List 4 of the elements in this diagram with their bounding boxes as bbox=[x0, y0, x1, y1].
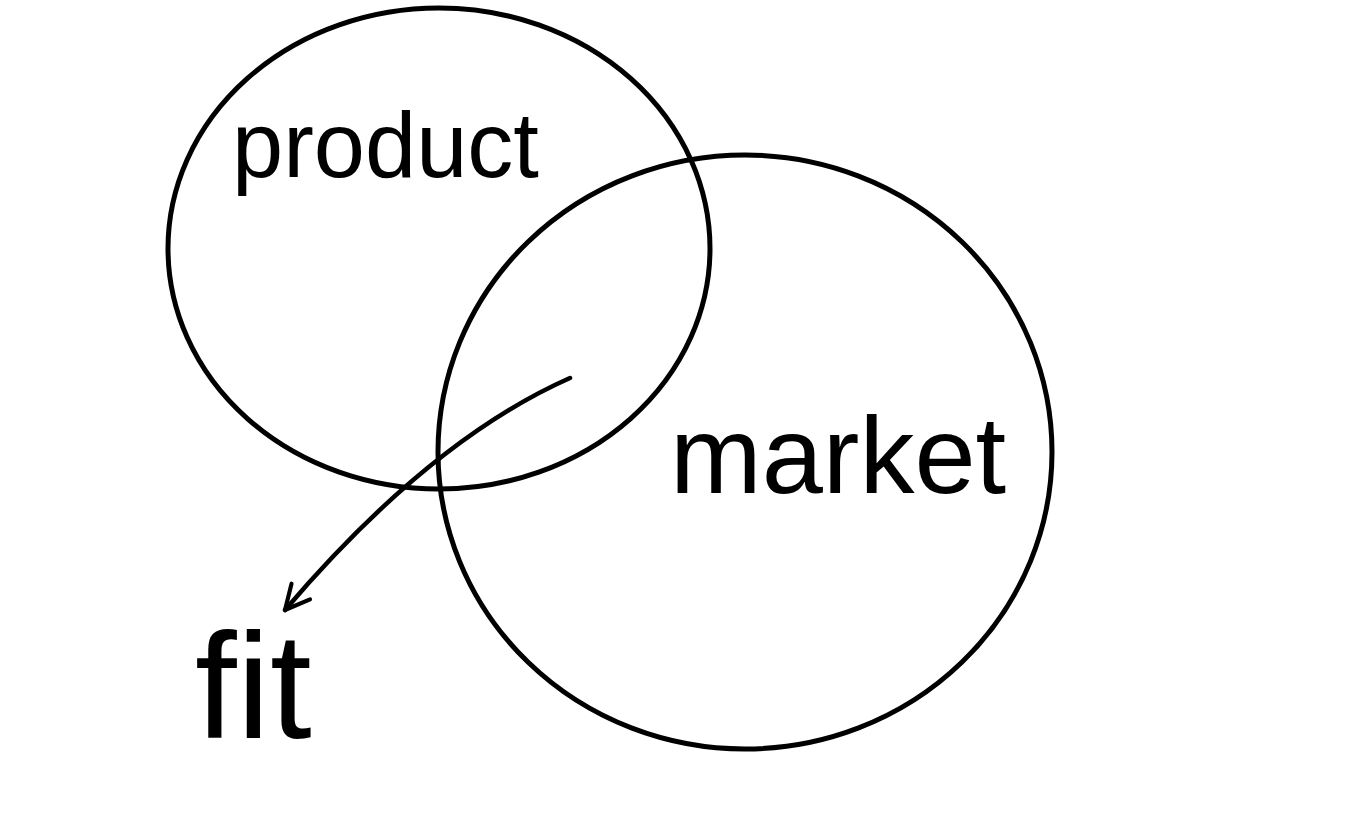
word-label: fit bbox=[195, 600, 312, 773]
arrow bbox=[282, 375, 573, 613]
circle-label: product bbox=[232, 93, 539, 198]
circle-label: market bbox=[670, 392, 1007, 518]
